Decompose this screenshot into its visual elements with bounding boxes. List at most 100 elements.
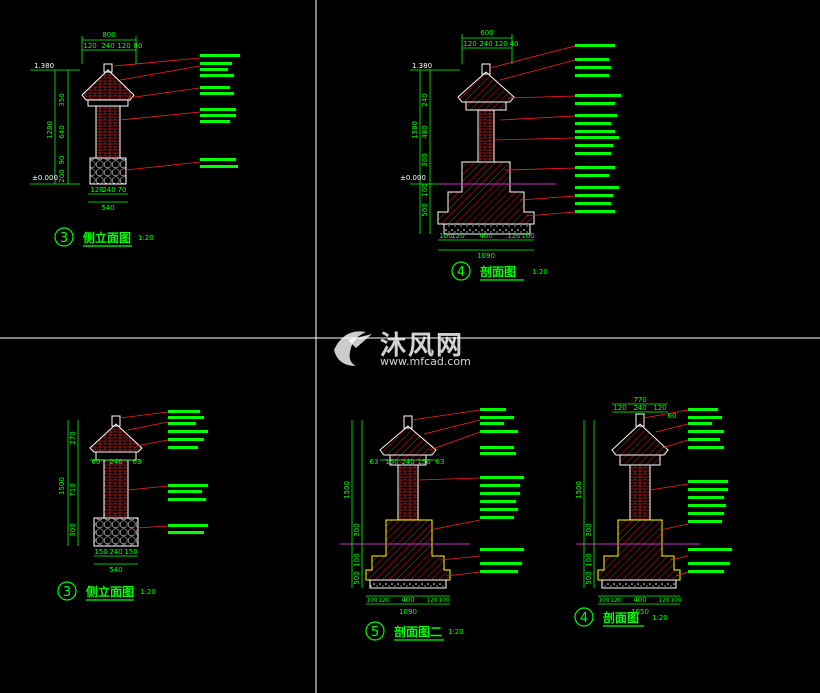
title-text: 侧立面图 xyxy=(83,230,131,245)
dim-bottom-2: 120 xyxy=(610,597,622,604)
roof-shape xyxy=(457,71,515,103)
dim-left-2: 710 xyxy=(69,483,77,496)
dim-bottom-total: 1090 xyxy=(477,252,495,260)
dim-left-3: 90 xyxy=(58,156,66,165)
dim-bottom-5: 100 xyxy=(670,597,682,604)
title-text: 剖面图 xyxy=(603,610,639,625)
dim-left-4: 100 xyxy=(421,183,429,196)
panel-1-notes xyxy=(200,54,240,168)
pillar-shaft xyxy=(103,459,129,519)
dim-left-4: 200 xyxy=(58,169,66,182)
dim-bottom-2: 120 xyxy=(451,232,464,240)
gravel-bed xyxy=(369,579,447,589)
dim-bottom-1: 100 xyxy=(598,597,610,604)
dim-left-3: 300 xyxy=(421,153,429,166)
dim-left-total: 1380 xyxy=(411,121,419,139)
dim-bottom-3: 150 xyxy=(124,548,137,556)
title-scale: 1:20 xyxy=(140,588,156,596)
panel-3-notes xyxy=(168,410,208,534)
watermark-url: www.mfcad.com xyxy=(380,355,471,368)
dim-left-3: 300 xyxy=(69,523,77,536)
roof-shape xyxy=(611,423,669,456)
eave-band xyxy=(465,101,507,111)
dim-left-2: 640 xyxy=(58,125,66,138)
roof-cap xyxy=(103,63,113,73)
panel-1-side-elevation: 800 120 240 120 80 120 240 70 540 350 64… xyxy=(30,31,240,247)
dim-bottom-1: 100 xyxy=(366,597,378,604)
dim-bottom-2: 240 xyxy=(102,186,115,194)
dim-top-2: 240 xyxy=(109,458,122,466)
dim-left-2: 300 xyxy=(585,523,593,536)
dim-top-total: 800 xyxy=(102,31,115,39)
dim-left-1: 350 xyxy=(58,93,66,106)
title-text: 侧立面图 xyxy=(86,584,134,599)
pillar-shaft xyxy=(397,464,419,521)
title-scale: 1:20 xyxy=(448,628,464,636)
pillar-shaft xyxy=(629,464,651,521)
stone-base xyxy=(93,517,139,547)
dim-top-total: 770 xyxy=(633,396,646,404)
panel-2-notes xyxy=(575,44,621,213)
title-number-circle xyxy=(54,227,74,247)
dim-left-4: 500 xyxy=(353,571,361,584)
mfcad-logo-icon xyxy=(334,331,372,366)
title-number: 4 xyxy=(457,265,465,280)
dim-top-1: 63 xyxy=(370,458,379,466)
dim-top-5: 63 xyxy=(436,458,445,466)
panel-4-section-two: 63 150 240 150 63 100 120 400 120 100 10… xyxy=(340,408,524,641)
dim-top-3: 240 xyxy=(401,458,414,466)
dim-top-4: 80 xyxy=(134,42,143,50)
dim-top-2: 240 xyxy=(633,404,646,412)
title-number-circle xyxy=(365,621,385,641)
dim-left-1: 1500 xyxy=(575,481,583,499)
dim-top-4: 40 xyxy=(510,40,519,48)
dim-top-3: 120 xyxy=(494,40,507,48)
roof-cap xyxy=(481,63,491,75)
title-scale: 1:20 xyxy=(652,614,668,622)
dim-bottom-2: 120 xyxy=(378,597,390,604)
elevation-base: ±0.000 xyxy=(32,174,58,182)
title-text: 剖面图二 xyxy=(394,624,442,639)
elevation-top: 1.380 xyxy=(34,62,54,70)
dim-top-4: 60 xyxy=(668,412,677,420)
title-number: 5 xyxy=(371,625,379,640)
dim-left-total: 1280 xyxy=(46,121,54,139)
dim-left-4: 500 xyxy=(585,571,593,584)
title-number-circle xyxy=(451,261,471,281)
dim-left-1: 240 xyxy=(421,93,429,106)
dim-bottom-3: 400 xyxy=(633,596,646,604)
dim-bottom-4: 120 xyxy=(426,597,438,604)
dim-top-1: 120 xyxy=(463,40,476,48)
dim-top-4: 150 xyxy=(417,458,430,466)
dim-bottom-1: 100 xyxy=(439,232,452,240)
dim-bottom-2: 240 xyxy=(109,548,122,556)
pillar-shaft xyxy=(477,109,495,163)
watermark-text: 沐风网 xyxy=(380,331,465,361)
panel-5-notes xyxy=(688,408,732,573)
dim-bottom-5: 100 xyxy=(438,597,450,604)
roof-cap xyxy=(111,415,121,427)
title-number-circle xyxy=(574,607,594,627)
dim-top-2: 240 xyxy=(479,40,492,48)
dim-top-3: 120 xyxy=(653,404,666,412)
pier-section xyxy=(597,519,681,581)
panel-5-section: 770 120 240 120 60 100 120 400 120 100 1… xyxy=(574,396,732,627)
title-number: 4 xyxy=(580,611,588,626)
dim-bottom-3: 70 xyxy=(118,186,127,194)
dim-left-2: 480 xyxy=(421,125,429,138)
dim-top-3: 63 xyxy=(133,458,142,466)
dim-left-2: 300 xyxy=(353,523,361,536)
dim-bottom-5: 100 xyxy=(521,232,534,240)
pillar-shaft xyxy=(95,105,121,159)
elevation-top: 1.380 xyxy=(412,62,432,70)
dim-left-1: 1500 xyxy=(343,481,351,499)
roof-shape xyxy=(89,423,143,453)
eave-band xyxy=(619,454,661,466)
title-number-circle xyxy=(57,581,77,601)
panel-2-section: 600 120 240 120 40 100 120 400 120 100 1… xyxy=(400,29,621,281)
dim-top-1: 120 xyxy=(83,42,96,50)
dim-bottom-4: 120 xyxy=(658,597,670,604)
dim-bottom-3: 400 xyxy=(401,596,414,604)
dim-bottom-total: 540 xyxy=(101,204,114,212)
